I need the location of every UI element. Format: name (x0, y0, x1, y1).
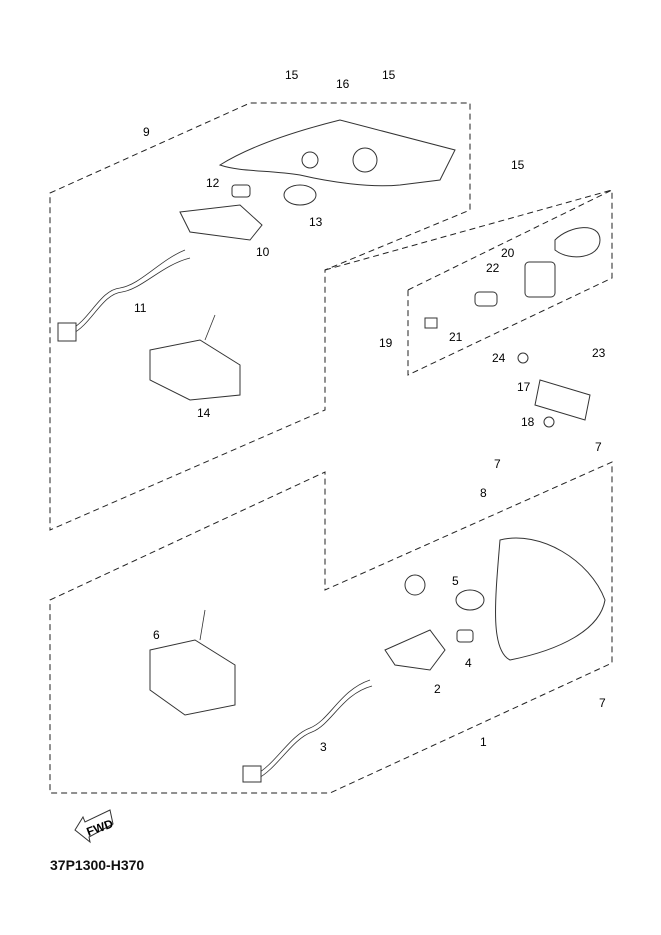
socket-2 (384, 574, 446, 671)
callout: 12 (206, 176, 220, 190)
group-outline-9 (49, 102, 471, 531)
group-outline-1 (49, 461, 613, 794)
socket-plate (524, 261, 556, 298)
callout: 13 (309, 215, 323, 229)
wire-harness-3 (242, 679, 373, 783)
callout: 14 (197, 406, 211, 420)
front-flasher-housing (218, 119, 456, 187)
callout: 24 (492, 351, 506, 365)
fwd-arrow-icon: FWD (74, 809, 115, 844)
callout: 15 (511, 158, 525, 172)
reflector-17 (534, 379, 591, 421)
callout: 17 (517, 380, 531, 394)
socket-10 (179, 204, 263, 241)
callout: 11 (134, 301, 147, 315)
rubber-cover-6 (149, 609, 236, 716)
callout: 2 (434, 682, 441, 696)
nut-24 (517, 352, 529, 364)
callout: 21 (449, 330, 463, 344)
callout: 15 (285, 68, 299, 82)
group-outline-19 (407, 189, 613, 376)
bulb-12 (231, 184, 251, 198)
callout: 18 (521, 415, 535, 429)
callout: 7 (599, 696, 606, 710)
group-connector (324, 189, 613, 271)
callout: 20 (501, 246, 515, 260)
bulb-4 (456, 629, 474, 643)
bulb-13 (283, 184, 317, 206)
nut-18 (543, 416, 555, 428)
callout: 5 (452, 574, 459, 588)
callout: 15 (382, 68, 396, 82)
callout: 19 (379, 336, 393, 350)
bulb-21 (424, 291, 498, 329)
callout: 16 (336, 77, 350, 91)
wire-harness-11 (57, 249, 191, 342)
callout: 8 (480, 486, 487, 500)
callout: 23 (592, 346, 606, 360)
lamp-lens (554, 227, 601, 258)
callout: 4 (465, 656, 472, 670)
rubber-cover-14 (149, 314, 241, 401)
callout: 3 (320, 740, 327, 754)
callout: 10 (256, 245, 270, 259)
callout: 9 (143, 125, 150, 139)
callout: 22 (486, 261, 500, 275)
callout: 7 (595, 440, 602, 454)
callout: 6 (153, 628, 160, 642)
rear-flasher-housing (495, 537, 606, 661)
callout: 7 (494, 457, 501, 471)
bulb-5 (455, 589, 485, 611)
diagram-code: 37P1300-H370 (50, 857, 145, 873)
callout: 1 (480, 735, 487, 749)
